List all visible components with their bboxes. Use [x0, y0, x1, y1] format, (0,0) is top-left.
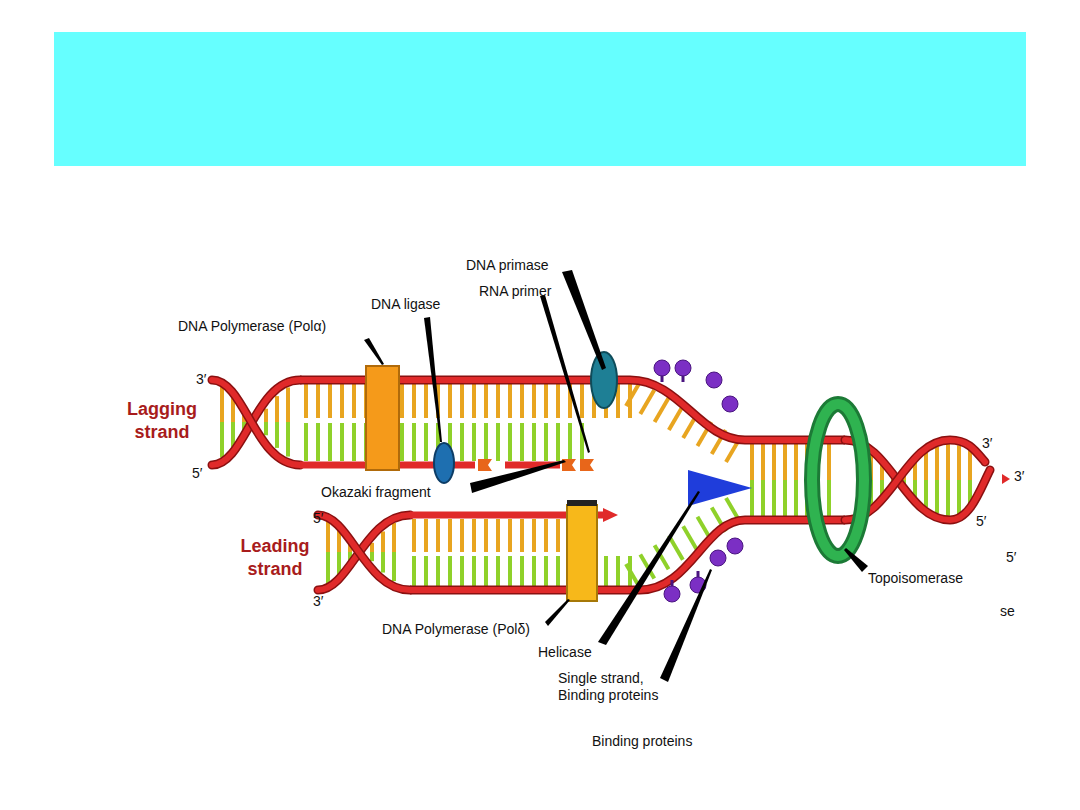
- dna-ligase: [434, 443, 454, 483]
- part-label: Helicase: [538, 644, 592, 661]
- part-label: 3′: [1014, 468, 1024, 485]
- part-label: se: [1000, 603, 1015, 620]
- part-label: DNA ligase: [371, 296, 440, 313]
- part-label: DNA Polymerase (Polα): [178, 318, 326, 335]
- leader-lines: [364, 270, 868, 682]
- lagging-helix: [212, 380, 300, 465]
- pol-delta: [567, 505, 597, 601]
- leading-template: [410, 520, 845, 590]
- part-label: 5′: [1006, 549, 1016, 566]
- leading-helix: [318, 515, 410, 590]
- part-label: DNA Polymerase (Polδ): [382, 621, 530, 638]
- part-label: Single strand, Binding proteins: [558, 670, 688, 704]
- dna-primase: [591, 352, 617, 408]
- strand-label: Lagging strand: [112, 398, 212, 443]
- part-label: 3′: [196, 371, 206, 388]
- part-label: DNA primase: [466, 257, 548, 274]
- part-label: 5′: [976, 513, 986, 530]
- part-label: Topoisomerase: [868, 570, 963, 587]
- part-label: Okazaki fragment: [321, 484, 431, 501]
- topoisomerase: [812, 404, 864, 556]
- part-label: 3′: [313, 593, 323, 610]
- part-label: 5′: [313, 510, 323, 527]
- helicase: [688, 470, 752, 506]
- part-label: Binding proteins: [592, 733, 692, 750]
- part-label: RNA primer: [479, 283, 551, 300]
- strand-label: Leading strand: [225, 535, 325, 580]
- title-banner: [54, 32, 1026, 166]
- binding-proteins: [654, 360, 743, 602]
- part-label: 5′: [192, 465, 202, 482]
- pol-alpha: [366, 366, 399, 470]
- part-label: 3′: [982, 435, 992, 452]
